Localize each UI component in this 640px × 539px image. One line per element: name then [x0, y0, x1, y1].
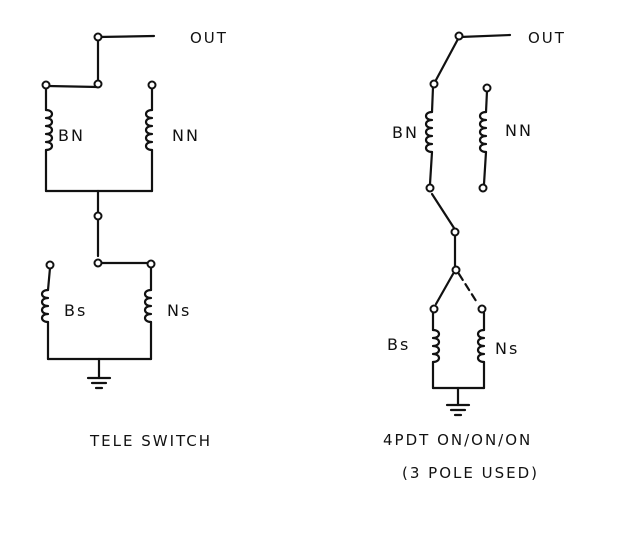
left-bs-label: Bs [64, 301, 87, 320]
left-ns-top-node [146, 259, 156, 269]
right-lower-switch-node [450, 227, 460, 237]
right-out-label: OUT [528, 29, 566, 47]
right-nn-lead-top [484, 89, 489, 114]
right-caption-line1: 4PDT ON/ON/ON [383, 431, 532, 449]
left-out-wire [96, 34, 156, 39]
right-nn-top-node [482, 83, 492, 93]
left-nn-top-node [147, 80, 157, 90]
right-arm-ns [457, 272, 480, 306]
right-bn-label: BN [392, 123, 419, 142]
right-ns-label: Ns [495, 339, 519, 358]
right-bn-top-node [429, 79, 439, 89]
left-bs-lead-top [46, 266, 52, 292]
4pdt-diagram: OUT BN NN Bs Ns 4PDT ON/ON/ON (3 POLE US… [383, 29, 566, 482]
right-out-node [454, 31, 464, 41]
right-ground-icon [445, 386, 471, 417]
left-lower-common-node [93, 258, 103, 268]
right-nn-coil [478, 110, 488, 154]
right-ns-coil [476, 328, 486, 364]
left-nn-coil [144, 108, 154, 152]
right-bs-top-node [429, 304, 439, 314]
left-ground-icon [86, 357, 112, 390]
right-out-wire [458, 33, 512, 39]
right-bs-label: Bs [387, 335, 410, 354]
right-nn-lead-bottom [482, 150, 488, 186]
left-nn-label: NN [172, 126, 200, 145]
right-bn-bottom-node [425, 183, 435, 193]
right-bn-lead-top [430, 85, 435, 114]
right-lower-common-node [451, 265, 461, 275]
right-diagonal-link [430, 192, 456, 230]
right-nn-bottom-node [478, 183, 488, 193]
tele-switch-diagram: OUT BN NN Bs Ns TELE SWITCH [40, 29, 228, 450]
left-bs-coil [40, 288, 50, 324]
left-top-bar [46, 84, 100, 89]
left-out-label: OUT [190, 29, 228, 47]
right-bn-coil [424, 110, 434, 154]
right-out-lever [434, 37, 460, 82]
left-caption: TELE SWITCH [89, 432, 212, 450]
right-arm-bs [434, 272, 455, 306]
left-bs-top-node [45, 260, 55, 270]
left-switch-top-node [93, 79, 103, 89]
left-bn-label: BN [58, 126, 85, 145]
left-bn-coil [44, 108, 54, 152]
right-bn-lead-bottom [428, 150, 434, 186]
right-nn-label: NN [505, 121, 533, 140]
right-ns-top-node [477, 304, 487, 314]
left-neck-node [93, 211, 103, 221]
left-bn-top-node [41, 80, 51, 90]
right-bs-coil [431, 328, 441, 364]
right-caption-line2: (3 POLE USED) [402, 464, 539, 482]
left-out-node [93, 32, 103, 42]
left-ns-label: Ns [167, 301, 191, 320]
left-ns-coil [143, 288, 153, 324]
